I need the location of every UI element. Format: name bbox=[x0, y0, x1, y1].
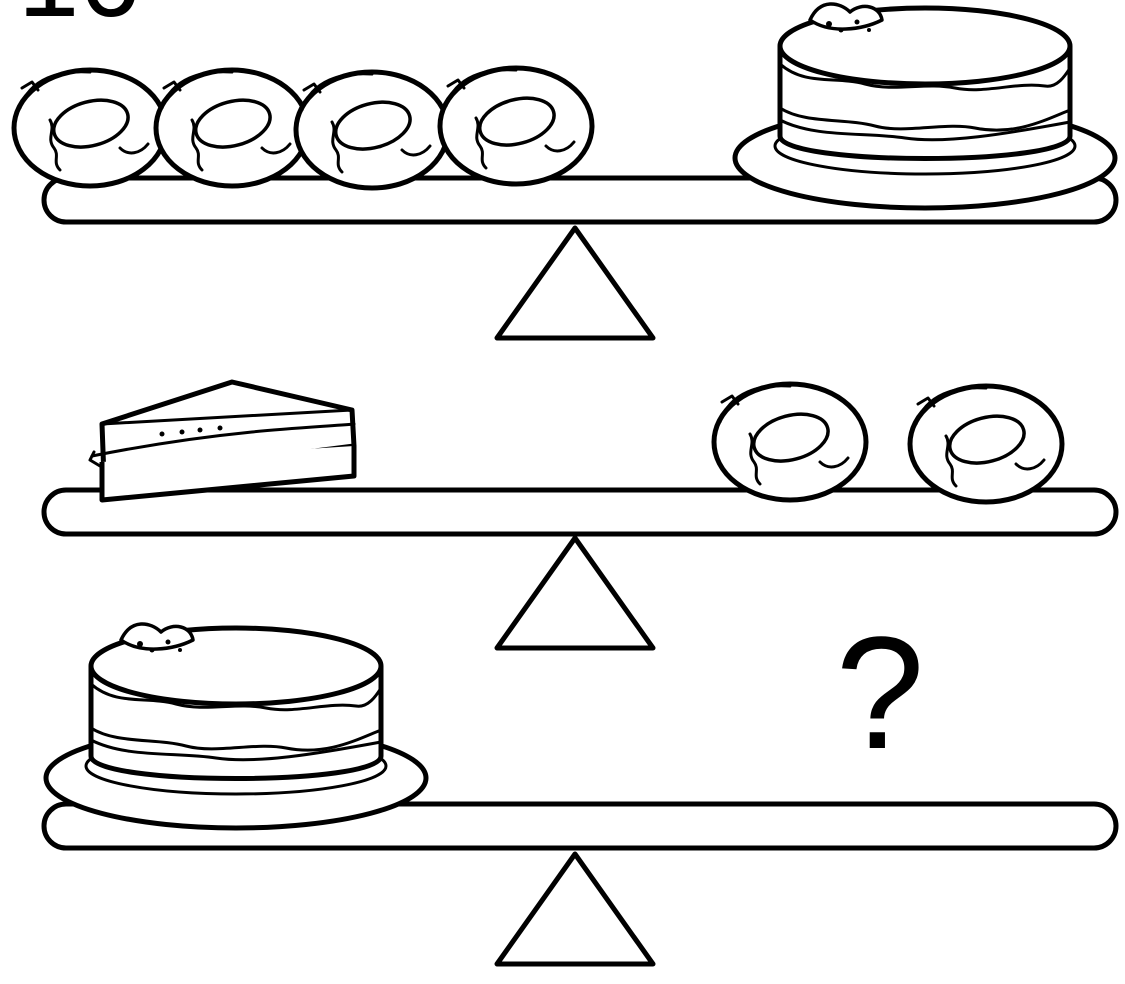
donut-icon bbox=[296, 72, 448, 188]
scale-2-right-pan bbox=[714, 384, 1062, 502]
cake-icon bbox=[735, 4, 1115, 208]
scale-1 bbox=[14, 4, 1116, 338]
sandwich-icon bbox=[90, 382, 354, 500]
donut-icon bbox=[14, 70, 166, 186]
donut-icon bbox=[910, 386, 1062, 502]
scale-3: ? bbox=[44, 603, 1116, 964]
scale-2 bbox=[44, 382, 1116, 648]
fulcrum-2 bbox=[497, 538, 653, 648]
fulcrum-3 bbox=[497, 854, 653, 964]
scale-2-left-pan bbox=[90, 382, 354, 500]
donut-icon bbox=[714, 384, 866, 500]
cake-icon bbox=[46, 624, 426, 828]
scale-1-left-pan bbox=[14, 68, 592, 188]
question-mark: ? bbox=[836, 603, 925, 782]
puzzle-number: 16 bbox=[18, 0, 140, 40]
donut-icon bbox=[440, 68, 592, 184]
scale-3-right-pan: ? bbox=[836, 603, 925, 782]
scale-1-right-pan bbox=[735, 4, 1115, 208]
donut-icon bbox=[156, 70, 308, 186]
fulcrum-1 bbox=[497, 228, 653, 338]
scale-3-left-pan bbox=[46, 624, 426, 828]
